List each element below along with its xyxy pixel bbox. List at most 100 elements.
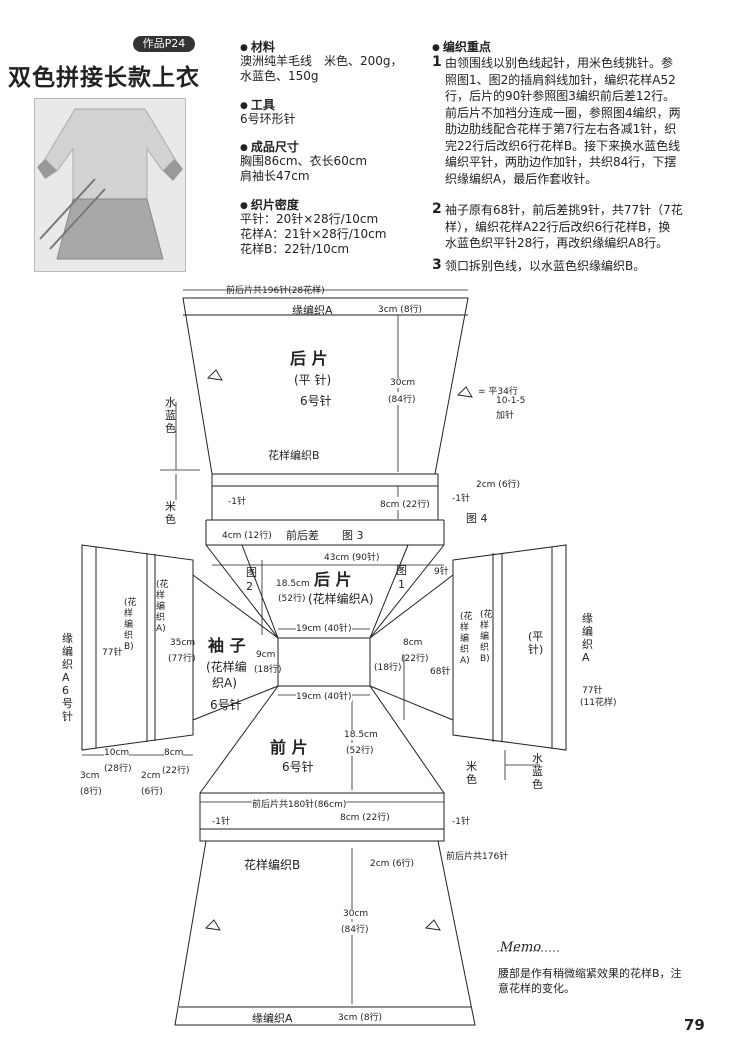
step-1-line: 前后片不加裆分连成一圈，参照图4编织，两	[445, 105, 681, 120]
back-top-count: 前后片共196针(28花样)	[226, 286, 325, 296]
right-raglan	[369, 574, 454, 639]
page-number: 79	[684, 1016, 705, 1034]
vchar: 号	[62, 697, 73, 710]
back-needle: 6号针	[300, 394, 332, 408]
raglan-line	[241, 544, 279, 639]
back-width: 43cm (90针)	[324, 550, 380, 563]
vchar: 样	[480, 621, 490, 631]
vchar: B)	[480, 654, 490, 664]
cuff-8cm: 8cm	[164, 748, 184, 758]
vchar: 编	[124, 620, 134, 630]
left-raglan	[192, 574, 279, 639]
back-inc-note-2: 10-1-5	[496, 396, 526, 406]
arrow-mi-label: 米色	[466, 760, 477, 786]
gauge-line-3: 花样B：22针/10cm	[240, 242, 350, 256]
front-pattern-b: 花样编织B	[244, 858, 301, 872]
vchar: (花	[460, 612, 473, 622]
yoke-back-name: 后 片	[314, 570, 352, 589]
front-raglan	[199, 685, 279, 794]
step-1-line: 肋边肋线配合花样于第7行左右各减1针，织	[445, 122, 677, 136]
vchar: 织	[582, 638, 593, 651]
vchar: 6	[62, 684, 69, 697]
step-1-line: 行，后片的90针参照图3编织前后差12行。	[445, 89, 676, 103]
tools-line: 6号环形针	[240, 112, 296, 126]
tools-heading: 工具	[240, 96, 275, 113]
materials-line-1: 澳洲纯羊毛线 米色、200g，	[240, 54, 403, 68]
page-title: 双色拼接长款上衣	[8, 65, 200, 91]
back-pattern-b: 花样编织B	[268, 449, 320, 462]
vchar: A	[582, 651, 590, 664]
band-small: 2cm (6行)	[476, 480, 521, 490]
sleeve-length: 35cm	[170, 638, 196, 648]
project-badge: 作品P24	[133, 36, 195, 52]
sleeve-stitch-2: 织A)	[212, 676, 237, 690]
front-count: 前后片共180针(86cm)	[252, 797, 347, 810]
vchar: 样	[124, 609, 134, 619]
fig-1-label: 图	[396, 564, 407, 577]
vchar: (平	[528, 630, 544, 643]
sleeve-77-right: 77针	[582, 686, 603, 696]
raglan-line	[369, 544, 409, 639]
back-inc-note-3: 加针	[496, 411, 515, 421]
vchar: 样	[156, 591, 166, 601]
vchar: 编	[582, 625, 593, 638]
front-yoke-rows: (52行)	[346, 743, 374, 756]
fig-3-label: 图 3	[342, 529, 364, 542]
vchar: (花	[156, 580, 169, 590]
vchar: 水	[532, 752, 543, 765]
step-2-line: 袖子原有68针，前后差挑9针，共77针（7花	[445, 203, 683, 217]
vchar: 编	[62, 645, 73, 658]
front-length: 30cm	[343, 909, 369, 919]
vchar: 织	[460, 645, 470, 655]
triangle-marker	[425, 919, 441, 931]
step-1-line: 编织平针，两肋边作加针，共织84行，下摆	[445, 155, 677, 169]
right-pattern-a-label: (花 样 编 织 A)	[460, 612, 473, 667]
minus-one-right: -1针	[452, 494, 470, 504]
triangle-marker	[457, 386, 473, 398]
step-1-line: 由领围线以别色线起针，用米色线挑针。参	[445, 56, 674, 70]
vchar: 编	[460, 634, 470, 644]
memo-heading: Memo	[500, 940, 542, 955]
raglan-line	[369, 544, 445, 639]
step-1-line: 织缘编织A，最后作套收针。	[445, 171, 598, 186]
vchar: 蓝	[532, 765, 543, 778]
cuff-10cm: 10cm	[104, 748, 130, 758]
step-3-text: 领口拆别色线，以水蓝色织缘编织B。	[445, 258, 735, 275]
gauge-heading: 织片密度	[240, 196, 299, 213]
front-176: 前后片共176针	[446, 852, 509, 862]
front-raglan	[369, 685, 445, 794]
right-22: (22行)	[401, 654, 429, 664]
triangle-marker	[207, 369, 223, 381]
back-border-size: 3cm (8行)	[378, 305, 423, 315]
step-3-number: 3	[432, 257, 442, 273]
vchar: (花	[480, 610, 493, 620]
back-stitch: (平 针)	[294, 373, 332, 387]
step-3-line: 领口拆别色线，以水蓝色织缘编织B。	[445, 259, 646, 273]
back-inc-note-1: = 平34行	[478, 387, 518, 397]
vchar: 样	[460, 623, 470, 633]
back-piece-name: 后 片	[290, 349, 328, 368]
cuff-8: (8行)	[80, 787, 102, 797]
step-1-line: 照图1、图2的插肩斜线加针，编织花样A52	[445, 72, 676, 87]
neck-side: 9cm	[256, 650, 276, 660]
fig-2-num: 2	[246, 580, 253, 593]
cuff-28: (28行)	[104, 764, 132, 774]
front-neck-width: 19cm (40针)	[296, 689, 352, 702]
front-border-label: 缘编织A	[252, 1012, 293, 1025]
sleeve-77-note: (11花样)	[580, 698, 617, 708]
gauge-line-2: 花样A：21针×28行/10cm	[240, 227, 387, 241]
yoke-front-needle: 6号针	[282, 760, 314, 774]
vchar: 织	[156, 613, 166, 623]
cuff-22: (22行)	[162, 766, 190, 776]
band-4cm: 4cm (12行)	[222, 531, 272, 541]
neck-width: 19cm (40针)	[296, 621, 352, 634]
left-raglan	[192, 685, 279, 721]
raglan-length: 18.5cm	[276, 579, 310, 589]
right-flat-label: (平 针)	[528, 630, 544, 656]
right-raglan	[369, 685, 454, 721]
step-1-text: 由领围线以别色线起针，用米色线挑针。参 照图1、图2的插肩斜线加针，编织花样A5…	[445, 55, 735, 187]
right-sleeve-border-label: 缘 编 织 A	[582, 612, 594, 664]
vchar: 织	[62, 658, 73, 671]
band-size: 8cm (22行)	[380, 497, 430, 510]
instructions-heading: 编织重点	[432, 38, 491, 55]
